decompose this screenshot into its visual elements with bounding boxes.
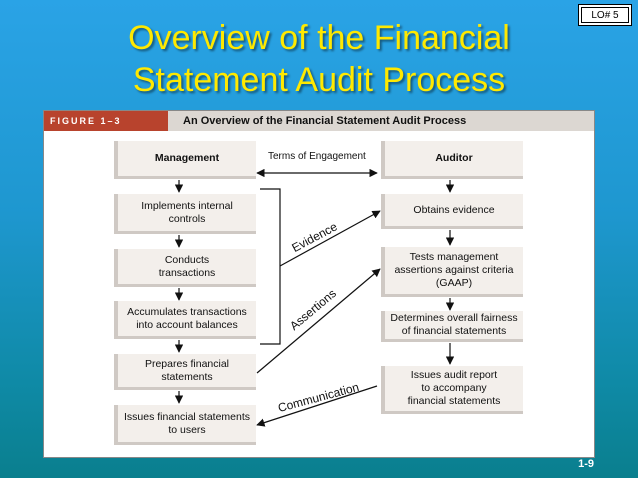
diagram-arrows — [174, 168, 455, 427]
determines-fairness-box: Determines overall fairness of financial… — [381, 311, 523, 342]
figure-panel: FIGURE 1–3 An Overview of the Financial … — [43, 110, 595, 458]
tests-assertions-box: Tests management assertions against crit… — [381, 247, 523, 297]
auditor-box: Auditor — [381, 141, 523, 179]
management-box: Management — [114, 141, 256, 179]
management-bracket — [260, 188, 281, 345]
figure-caption: An Overview of the Financial Statement A… — [183, 115, 467, 127]
issues-statements-box: Issues financial statements to users — [114, 405, 256, 445]
accumulates-transactions-box: Accumulates transactions into account ba… — [114, 301, 256, 339]
obtains-evidence-box: Obtains evidence — [381, 194, 523, 229]
communication-arrow — [256, 385, 378, 427]
terms-of-engagement-label: Terms of Engagement — [266, 151, 368, 162]
slide-title-line2: Statement Audit Process — [132, 61, 506, 99]
lo-badge: LO# 5 — [578, 4, 632, 26]
conducts-transactions-box: Conducts transactions — [114, 249, 256, 287]
slide-title-line1: Overview of the Financial — [128, 19, 510, 57]
lo-badge-text: LO# 5 — [591, 9, 619, 21]
assertions-arrow — [256, 268, 381, 374]
implements-controls-box: Implements internal controls — [114, 194, 256, 234]
figure-tag: FIGURE 1–3 — [44, 111, 168, 131]
issues-audit-report-box: Issues audit report to accompany financi… — [381, 366, 523, 414]
figure-header: FIGURE 1–3 An Overview of the Financial … — [44, 111, 594, 131]
evidence-arrow — [279, 210, 381, 267]
prepares-statements-box: Prepares financial statements — [114, 354, 256, 390]
slide-number: 1-9 — [578, 458, 594, 470]
